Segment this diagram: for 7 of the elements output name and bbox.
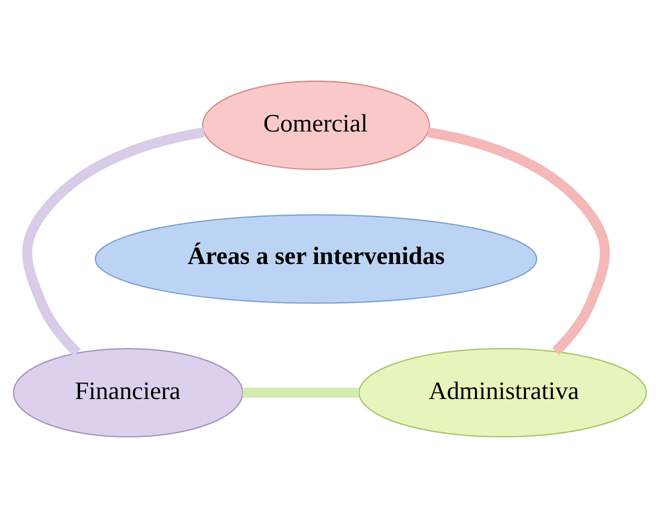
connector	[427, 127, 610, 355]
node-ellipse: Financiera	[12, 348, 244, 438]
connector	[22, 127, 205, 356]
connector	[242, 388, 359, 398]
node-ellipse: Administrativa	[358, 348, 647, 438]
node-ellipse: Áreas a ser intervenidas	[94, 214, 538, 304]
node-ellipse: Comercial	[202, 80, 430, 170]
